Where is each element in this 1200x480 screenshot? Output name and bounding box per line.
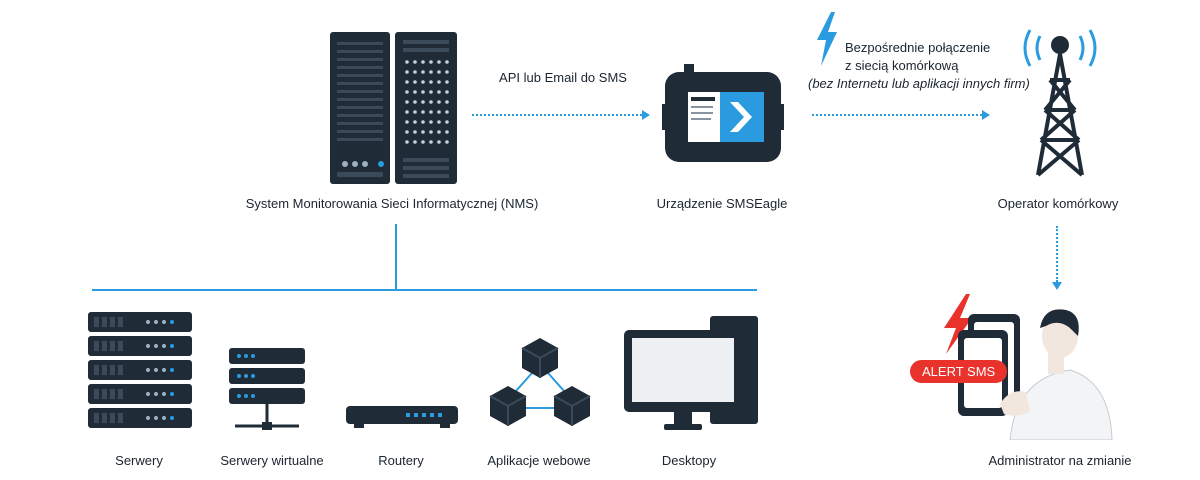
desktop-icon [624,316,758,430]
api-arrow-line [472,114,642,116]
nms-connector-horizontal [92,289,757,291]
nms-label: System Monitorowania Sieci Informatyczne… [245,196,539,211]
servers-icon [88,312,192,428]
router-icon [346,406,458,428]
device-label-web-apps: Aplikacje webowe [487,453,591,468]
smseagle-device-icon [662,64,784,162]
device-label: Urządzenie SMSEagle [656,196,788,211]
admin-label: Administrator na zmianie [988,453,1132,468]
cell-tower-icon [1023,29,1097,177]
operator-arrow-head [1052,282,1062,290]
device-label-routers: Routery [378,453,424,468]
nms-connector-vertical [395,224,397,290]
cellular-line3: (bez Internetu lub aplikacji innych firm… [808,76,1030,91]
api-arrow-head [642,110,650,120]
api-link-label: API lub Email do SMS [499,70,627,85]
operator-label: Operator komórkowy [997,196,1119,211]
device-label-virtual-servers: Serwery wirtualne [220,453,324,468]
cellular-arrow-line [812,114,982,116]
web-apps-icon [489,338,591,426]
device-label-servers: Serwery [115,453,163,468]
cellular-arrow-head [982,110,990,120]
lightning-icon [817,12,837,66]
operator-arrow-line [1056,226,1058,282]
nms-server-icon [330,32,457,184]
device-label-desktops: Desktopy [661,453,717,468]
cellular-line2: z siecią komórkową [845,58,959,73]
alert-sms-badge: ALERT SMS [910,360,1008,383]
cellular-line1: Bezpośrednie połączenie [845,40,991,55]
virtual-servers-icon [229,348,305,430]
